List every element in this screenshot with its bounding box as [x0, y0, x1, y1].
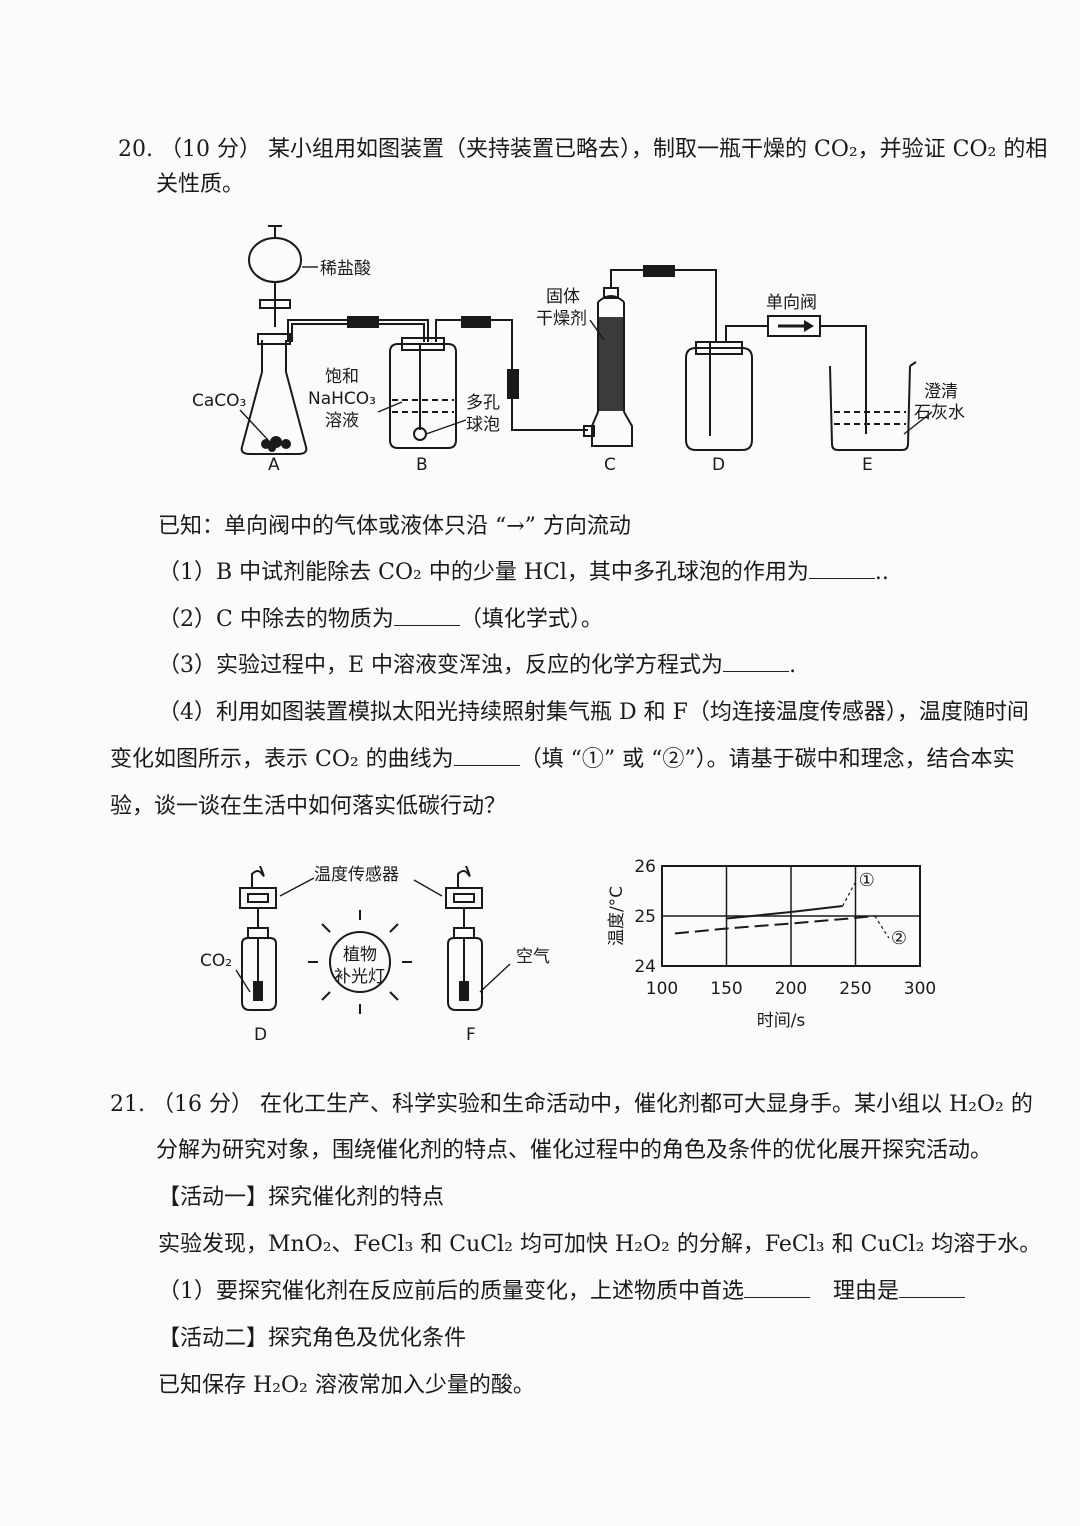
- label-lime-2: 石灰水: [914, 403, 965, 423]
- q20-stem: 某小组用如图装置（夹持装置已略去），制取一瓶干燥的 CO₂，并验证 CO₂ 的相: [268, 137, 1048, 162]
- sunlight-figure: 温度传感器 CO₂ 植物 补光灯 空气 D F: [200, 865, 550, 1045]
- bottle-f: [447, 937, 483, 1011]
- q20-sub3-tail: .: [789, 653, 797, 678]
- apparatus-figure: A B C D E 稀盐酸 CaCO₃ 饱和 NaHCO₃ 溶液 多孔 球泡 固…: [192, 225, 965, 475]
- label-caco3: CaCO₃: [192, 391, 246, 411]
- q21-number: 21.: [110, 1092, 145, 1117]
- q20-sub2-text: （2）C 中除去的物质为: [158, 607, 394, 632]
- label-b: B: [416, 455, 428, 475]
- answer-blank[interactable]: [453, 745, 520, 766]
- q21-stem: 在化工生产、科学实验和生命活动中，催化剂都可大显身手。某小组以 H₂O₂ 的: [260, 1092, 1033, 1117]
- q20-sub4-line2: 变化如图所示，表示 CO₂ 的曲线为 （填 “①” 或 “②”）。请基于碳中和理念…: [110, 745, 1015, 775]
- x-axis-label: 时间/s: [757, 1011, 806, 1031]
- q20-sub1: （1）B 中试剂能除去 CO₂ 中的少量 HCl，其中多孔球泡的作用为..: [158, 558, 889, 588]
- label-co2: CO₂: [200, 951, 232, 971]
- q21-known: 已知保存 H₂O₂ 溶液常加入少量的酸。: [158, 1373, 535, 1398]
- q20-stem-line1: 20. （10 分） 某小组用如图装置（夹持装置已略去），制取一瓶干燥的 CO₂…: [118, 135, 1047, 165]
- q21-stem-line1: 21. （16 分） 在化工生产、科学实验和生命活动中，催化剂都可大显身手。某小…: [110, 1090, 1033, 1120]
- q20-sub3-text: （3）实验过程中，E 中溶液变浑浊，反应的化学方程式为: [158, 653, 724, 678]
- q21-activity1: 【活动一】探究催化剂的特点: [158, 1185, 445, 1210]
- series-line-2: [674, 915, 875, 935]
- answer-blank[interactable]: [744, 1277, 810, 1298]
- sensor-d: [239, 887, 277, 909]
- grow-lamp: [329, 931, 391, 993]
- label-valve: 单向阀: [766, 293, 817, 313]
- answer-blank[interactable]: [393, 605, 460, 626]
- label-nahco3-3: 溶液: [325, 411, 359, 431]
- x-tick-label: 150: [710, 979, 742, 999]
- y-axis-label: 温度/°C: [607, 886, 627, 946]
- x-tick-label: 200: [775, 979, 807, 999]
- label-dryer-1: 固体: [546, 287, 580, 307]
- q21-stem-line2: 分解为研究对象，围绕催化剂的特点、催化过程中的角色及条件的优化展开探究活动。: [156, 1138, 993, 1163]
- label-air: 空气: [516, 947, 550, 967]
- label-bottle-d: D: [254, 1025, 267, 1045]
- label-lamp-2: 补光灯: [334, 967, 385, 987]
- label-dryer-2: 干燥剂: [536, 309, 587, 329]
- y-tick-label: 25: [634, 907, 656, 927]
- label-e: E: [862, 455, 873, 475]
- sensor-f: [445, 887, 483, 909]
- bottle-d2: [241, 937, 277, 1011]
- answer-blank[interactable]: [899, 1277, 966, 1298]
- q20-known: 已知：单向阀中的气体或液体只沿 “→” 方向流动: [158, 514, 631, 539]
- q20-sub1-tail: ..: [874, 560, 889, 585]
- q21-sub1-reason: 理由是: [833, 1279, 900, 1304]
- q20-sub4-line3: 验，谈一谈在生活中如何落实低碳行动？: [110, 794, 507, 819]
- answer-blank[interactable]: [808, 558, 875, 579]
- conical-flask: [240, 340, 308, 455]
- label-porous-2: 球泡: [466, 415, 500, 435]
- beaker-e: [829, 365, 911, 451]
- y-tick-label: 26: [634, 857, 656, 877]
- x-tick-label: 250: [839, 979, 871, 999]
- temperature-chart: ① ② 100 150 200 250 300 24 25 26 时间/s 温度/°C: [607, 857, 936, 1031]
- q21-sub1-text: （1）要探究催化剂在反应前后的质量变化，上述物质中首选: [158, 1279, 744, 1304]
- q20-sub2: （2）C 中除去的物质为 （填化学式）。: [158, 605, 603, 635]
- q20-sub4-tail: （填 “①” 或 “②”）。请基于碳中和理念，结合本实: [519, 747, 1015, 772]
- label-c: C: [604, 455, 616, 475]
- q20-sub1-text: （1）B 中试剂能除去 CO₂ 中的少量 HCl，其中多孔球泡的作用为: [158, 560, 809, 585]
- label-sensor: 温度传感器: [314, 865, 399, 885]
- separatory-funnel: [248, 237, 302, 283]
- x-tick-label: 100: [646, 979, 678, 999]
- series-label-1: ①: [859, 870, 875, 891]
- label-nahco3-2: NaHCO₃: [308, 389, 376, 409]
- series-line-1: [726, 905, 843, 920]
- label-porous-1: 多孔: [466, 393, 500, 413]
- q21-sub1: （1）要探究催化剂在反应前后的质量变化，上述物质中首选 理由是: [158, 1277, 966, 1307]
- q20-sub4-line1: （4）利用如图装置模拟太阳光持续照射集气瓶 D 和 F（均连接温度传感器），温度…: [158, 700, 1029, 725]
- label-lime-1: 澄清: [924, 382, 958, 402]
- series-leader-2: [874, 915, 890, 939]
- label-bottle-f: F: [466, 1025, 476, 1045]
- q21-activity2: 【活动二】探究角色及优化条件: [158, 1326, 467, 1351]
- label-lamp-1: 植物: [343, 945, 377, 965]
- q21-score: （16 分）: [152, 1092, 253, 1117]
- answer-blank[interactable]: [723, 651, 790, 672]
- series-label-2: ②: [891, 928, 907, 949]
- label-dilute-hcl: 稀盐酸: [320, 259, 371, 279]
- q20-sub4-text: 变化如图所示，表示 CO₂ 的曲线为: [110, 747, 454, 772]
- series-leader-1: [842, 879, 858, 907]
- x-tick-label: 300: [904, 979, 936, 999]
- q21-finding: 实验发现，MnO₂、FeCl₃ 和 CuCl₂ 均可加快 H₂O₂ 的分解，Fe…: [158, 1232, 1042, 1257]
- q20-stem-line2: 关性质。: [156, 172, 245, 197]
- q20-sub2-tail: （填化学式）。: [459, 607, 603, 632]
- q20-score: （10 分）: [160, 137, 261, 162]
- q20-sub3: （3）实验过程中，E 中溶液变浑浊，反应的化学方程式为.: [158, 651, 796, 681]
- label-d: D: [712, 455, 725, 475]
- label-nahco3-1: 饱和: [325, 367, 359, 387]
- q20-number: 20.: [118, 137, 153, 162]
- y-tick-label: 24: [634, 957, 656, 977]
- bottle-b: [389, 343, 457, 449]
- label-a: A: [268, 455, 280, 475]
- bottle-d: [685, 347, 753, 451]
